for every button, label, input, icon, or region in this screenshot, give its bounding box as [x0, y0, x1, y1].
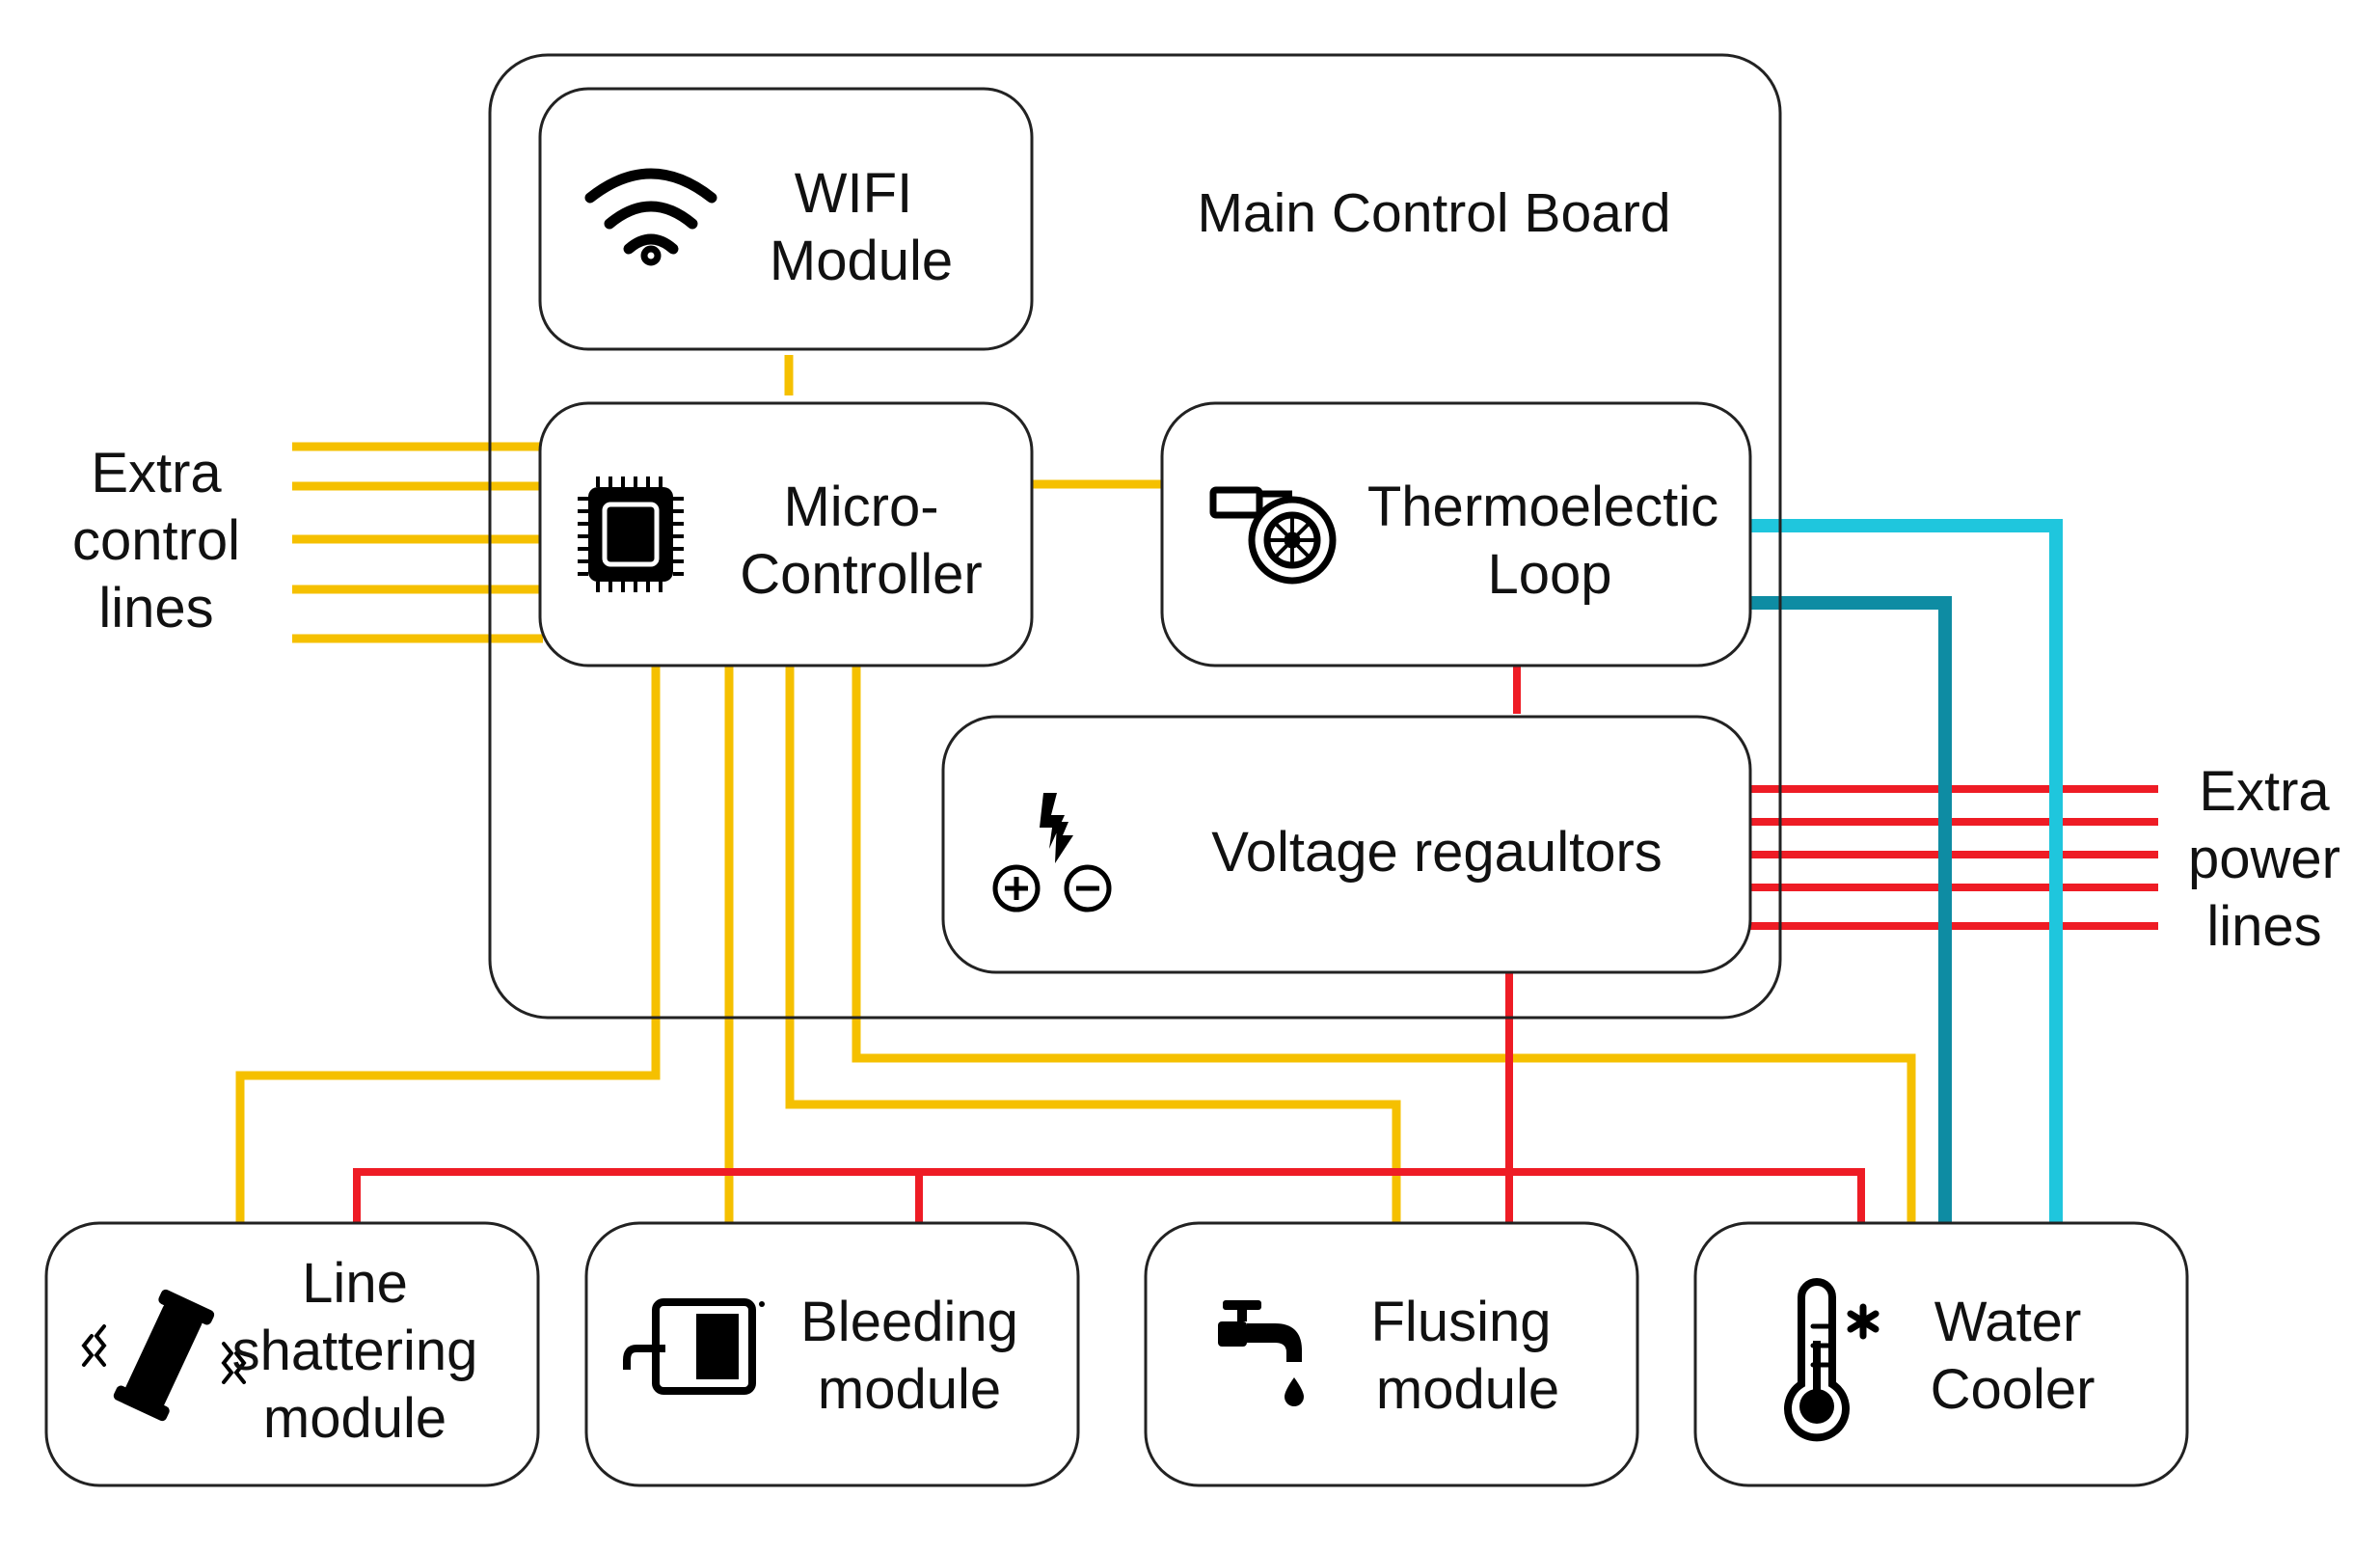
bleeding-label-line2: module — [818, 1358, 1001, 1421]
vibrating-tube-icon — [81, 1289, 247, 1422]
extra-control-label-line3: lines — [98, 577, 213, 640]
thermoelectric-loop-box — [1160, 401, 1752, 667]
main-control-board — [488, 53, 1782, 1020]
chip-icon — [578, 476, 684, 592]
wifi-module-box — [538, 87, 1034, 351]
mcu-to-line-shattering-line — [235, 666, 661, 1223]
wifi-module: WIFI Module — [538, 87, 1034, 351]
microcontroller-label-line2: Controller — [740, 543, 982, 606]
flusing-label-line2: module — [1376, 1358, 1559, 1421]
line-shattering-label-line3: module — [263, 1387, 446, 1450]
flusing-label-line1: Flusing — [1371, 1291, 1552, 1353]
coolant-hot-pipe — [1750, 519, 2063, 1223]
faucet-icon — [1218, 1300, 1304, 1406]
voltage-regulators-box — [941, 715, 1752, 974]
power-polarity-icon — [992, 793, 1112, 912]
water-cooler-label-line1: Water — [1934, 1291, 2082, 1353]
power-bus-line — [353, 1168, 1865, 1223]
line-shattering-module-box — [44, 1221, 540, 1487]
wifi-module-label-line1: WIFI — [795, 162, 912, 225]
microcontroller-label-line1: Micro- — [783, 476, 938, 538]
microcontroller: Micro- Controller — [538, 401, 1034, 667]
line-shattering-label-line1: Line — [302, 1252, 408, 1315]
thermoelectric-loop: Thermoelectic Loop — [1160, 401, 1752, 667]
thermoelectric-loop-label-line1: Thermoelectic — [1367, 476, 1718, 538]
thermometer-snow-icon — [1784, 1278, 1880, 1442]
control-lines — [235, 355, 1916, 1223]
extra-control-label-line2: control — [72, 509, 240, 572]
extra-power-label-line1: Extra — [2199, 760, 2330, 823]
extra-power-label-line2: power — [2188, 828, 2340, 890]
coolant-pipes — [1750, 519, 2063, 1223]
thermoelectric-loop-label-line2: Loop — [1487, 543, 1611, 606]
extra-control-lines-label: Extra control lines — [72, 442, 240, 640]
voltage-regulators: Voltage regaultors — [941, 715, 1752, 974]
mcu-to-water-cooler-line — [852, 666, 1916, 1223]
line-shattering-module: Line shattering module — [44, 1221, 540, 1487]
microcontroller-box — [538, 401, 1034, 667]
flusing-module: Flusing module — [1144, 1221, 1639, 1487]
extra-control-label-line1: Extra — [91, 442, 222, 504]
flusing-module-box — [1144, 1221, 1639, 1487]
wifi-icon — [584, 168, 717, 266]
turbo-fan-icon — [1209, 486, 1337, 585]
extra-power-lines-label: Extra power lines — [2188, 760, 2340, 958]
power-lines — [353, 666, 2158, 1223]
extra-power-label-line3: lines — [2206, 895, 2321, 958]
water-cooler-module-box — [1693, 1221, 2189, 1487]
water-cooler-label-line2: Cooler — [1931, 1358, 2096, 1421]
voltage-regulators-label: Voltage regaultors — [1211, 821, 1663, 884]
mcu-to-flusing-line — [785, 666, 1401, 1223]
main-control-board-title: Main Control Board — [1197, 182, 1670, 244]
bleeding-module: Bleeding module — [584, 1221, 1080, 1487]
wifi-module-label-line2: Module — [770, 230, 953, 292]
tank-outlet-icon — [623, 1298, 765, 1395]
water-cooler-module: Water Cooler — [1693, 1221, 2189, 1487]
coolant-cold-pipe — [1750, 596, 1952, 1223]
line-shattering-label-line2: shattering — [232, 1320, 478, 1382]
bleeding-label-line1: Bleeding — [800, 1291, 1018, 1353]
bleeding-module-box — [584, 1221, 1080, 1487]
